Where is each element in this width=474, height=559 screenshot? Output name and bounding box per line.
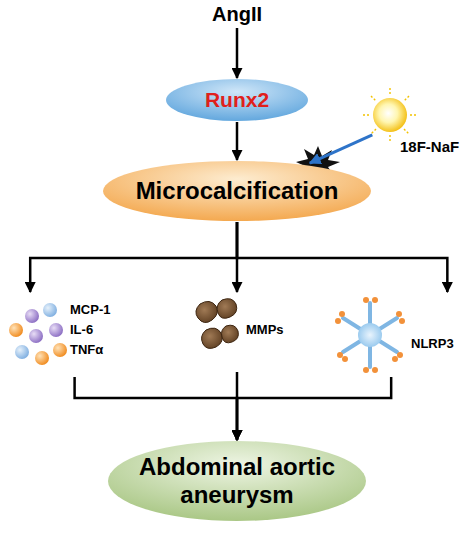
- inflammasome-icon: [335, 297, 405, 373]
- tracer-label: 18F-NaF: [360, 88, 472, 160]
- node-label: 18F-NaF: [400, 138, 472, 155]
- gene-ellipse: Runx2: [165, 78, 309, 122]
- mmp-icon: [196, 299, 238, 349]
- process-ellipse: Microcalcification: [102, 160, 372, 222]
- arrow-connector: [310, 135, 372, 163]
- arrow-connector: [75, 377, 237, 440]
- tracer-sun: [363, 88, 417, 142]
- arrow-connector: [237, 377, 391, 440]
- arrow-connector: [236, 372, 239, 440]
- input-label: AngII: [187, 0, 287, 28]
- node-label: AngII: [212, 3, 262, 26]
- arrow-connector: [30, 222, 237, 292]
- node-label: MMPs: [246, 322, 290, 337]
- outcome-ellipse: Abdominal aortic aneurysm: [107, 440, 367, 522]
- node-label: Runx2: [205, 88, 269, 112]
- cytokine-group: MCP-1 IL-6 TNFα: [5, 292, 125, 377]
- node-label: MCP-1 IL-6 TNFα: [70, 300, 120, 360]
- node-label: NLRP3: [411, 336, 469, 351]
- node-label: Microcalcification: [136, 177, 339, 205]
- arrow-connector: [236, 222, 239, 292]
- arrow-connector: [236, 28, 239, 78]
- arrow-connector: [236, 122, 239, 160]
- mmp-group: MMPs: [190, 292, 290, 372]
- inflammasome-group: NLRP3: [335, 292, 472, 377]
- cytokine-icon: [9, 303, 67, 365]
- arrow-connector: [237, 222, 447, 292]
- node-label: Abdominal aortic aneurysm: [122, 453, 352, 509]
